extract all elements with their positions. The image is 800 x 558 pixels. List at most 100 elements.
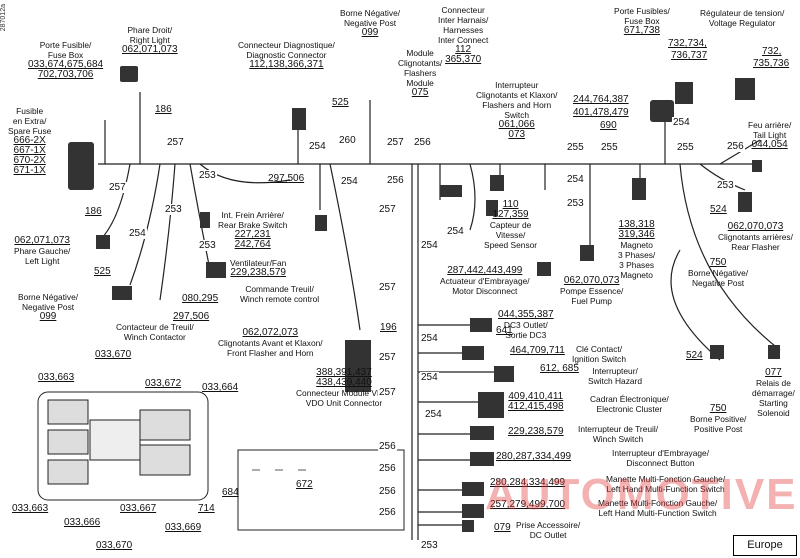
wire-num: 254 [420, 333, 439, 344]
magneto-connector [632, 178, 646, 200]
dc-outlet-connector [462, 520, 474, 532]
label-neg-post-left: Borne Négative/Negative Post 099 [18, 292, 79, 322]
ref-033663-top: 033,663 [38, 372, 75, 383]
wire-num: 260 [338, 135, 357, 146]
wire-num: 254 [340, 176, 359, 187]
wire-num: 254 [420, 240, 439, 251]
speed-sensor-connector [486, 200, 498, 216]
ref-690: 690 [600, 120, 617, 131]
ref-033664: 033,664 [202, 382, 239, 393]
ref-080: 080,295 [182, 293, 219, 304]
dc3-connector [470, 318, 492, 332]
wire-num: 257 [386, 137, 405, 148]
wire-num: 256 [378, 486, 397, 497]
fuse-box-detail [37, 391, 209, 501]
label-winch-contactor: Contacteur de Treuil/Winch Contactor [116, 322, 194, 342]
wire-num: 253 [566, 198, 585, 209]
label-diag-connector: Connecteur Diagnostique/Diagnostic Conne… [238, 40, 335, 70]
front-flasher-connector [315, 215, 327, 231]
flasher-switch-connector [490, 175, 504, 191]
ignition-connector [462, 346, 484, 360]
label-right-light: Phare Droit/Right Light 062,071,073 [122, 25, 178, 55]
fan-connector [206, 262, 226, 278]
label-ignition-switch: 464,709,711 [510, 345, 565, 356]
wire-num: 253 [164, 204, 183, 215]
ref-732-734: 732,734, [668, 38, 707, 49]
solenoid-connector [768, 345, 780, 359]
wire-num: 253 [198, 240, 217, 251]
inset-box [237, 449, 405, 531]
wire-num: 253 [716, 180, 735, 191]
wire-num: 257 [108, 182, 127, 193]
ref-033667: 033,667 [120, 503, 157, 514]
tail-light-connector [752, 160, 762, 172]
rear-brake-connector [200, 212, 210, 228]
ref-186-a: 186 [155, 104, 172, 115]
wire-num: 254 [308, 141, 327, 152]
ref-525-left: 525 [94, 266, 111, 277]
label-pos-post: 750 Borne Positive/Positive Post [690, 403, 747, 435]
wire-num: 256 [378, 507, 397, 518]
label-cluster-text: Cadran Électronique/Electronic Cluster [590, 394, 669, 414]
wire-num: 257 [166, 137, 185, 148]
label-rear-brake: Int. Frein Arrière/Rear Brake Switch 227… [218, 210, 288, 250]
wire-num: 254 [424, 409, 443, 420]
wire-num: 254 [672, 117, 691, 128]
fuse-box-connector [68, 142, 94, 190]
label-front-flasher: 062,072,073 Clignotants Avant et Klaxon/… [218, 327, 323, 359]
regulator-connector [675, 82, 693, 104]
label-clutch-actuator: 287,442,443,499 Actuateur d'Embrayage/Mo… [440, 265, 530, 297]
ref-033666: 033,666 [64, 517, 101, 528]
wire-num: 254 [128, 228, 147, 239]
ref-186-b: 186 [85, 206, 102, 217]
ref-525-top: 525 [332, 97, 349, 108]
label-fuse-box-right: Porte Fusibles/Fuse Box 671,738 [614, 6, 670, 36]
winch-contactor-connector [112, 286, 132, 300]
wire-num: 256 [378, 441, 397, 452]
ref-401: 401,478,479 [573, 107, 629, 118]
winch-switch-connector [470, 426, 494, 440]
label-ignition-text: Clé Contact/Ignition Switch [572, 344, 626, 364]
fuse-box-right-connector [650, 100, 674, 122]
ref-297-b: 297,506 [173, 311, 210, 322]
pos-post-connector [710, 345, 724, 359]
hazard-connector [494, 366, 514, 382]
wire-num: 254 [420, 372, 439, 383]
fuel-pump-connector [580, 245, 594, 261]
ref-732: 732, [762, 46, 782, 57]
ref-033669: 033,669 [165, 522, 202, 533]
vdo-connector [345, 340, 371, 392]
label-voltage-regulator: Régulateur de tension/Voltage Regulator [700, 8, 785, 28]
wire-num: 253 [198, 170, 217, 181]
wire-num: 255 [676, 142, 695, 153]
label-disconnect-button: 280,287,334,499 [496, 451, 572, 462]
label-lh-switch-2-text: Manette Multi-Fonction Gauche/Left Hand … [598, 498, 718, 518]
lh-switch-connector-2 [462, 504, 484, 518]
ref-672: 672 [296, 479, 313, 490]
label-lh-switch: 280,284,334,499 [490, 477, 566, 488]
wire-num: 256 [378, 463, 397, 474]
label-winch-switch-text: Interrupteur de Treuil/Winch Switch [578, 424, 659, 444]
label-disconnect-text: Interrupteur d'Embrayage/Disconnect Butt… [612, 448, 710, 468]
ref-714: 714 [198, 503, 215, 514]
label-rear-flashers: 062,070,073 Clignotants arrières/Rear Fl… [718, 221, 793, 253]
ref-736-737: 736,737 [671, 50, 708, 61]
wire-num: 257 [378, 204, 397, 215]
region-label: Europe [733, 535, 797, 556]
ref-196: 196 [380, 322, 397, 333]
label-lh-switch-2: 257,279,499,700 [490, 499, 566, 510]
ref-297-a: 297,506 [268, 173, 305, 184]
label-left-light: 062,071,073 Phare Gauche/Left Light [14, 235, 71, 267]
diag-connector [292, 108, 306, 130]
wire-num: 253 [420, 540, 439, 551]
label-neg-post-right: 750 Borne Négative/Negative Post [688, 257, 749, 289]
